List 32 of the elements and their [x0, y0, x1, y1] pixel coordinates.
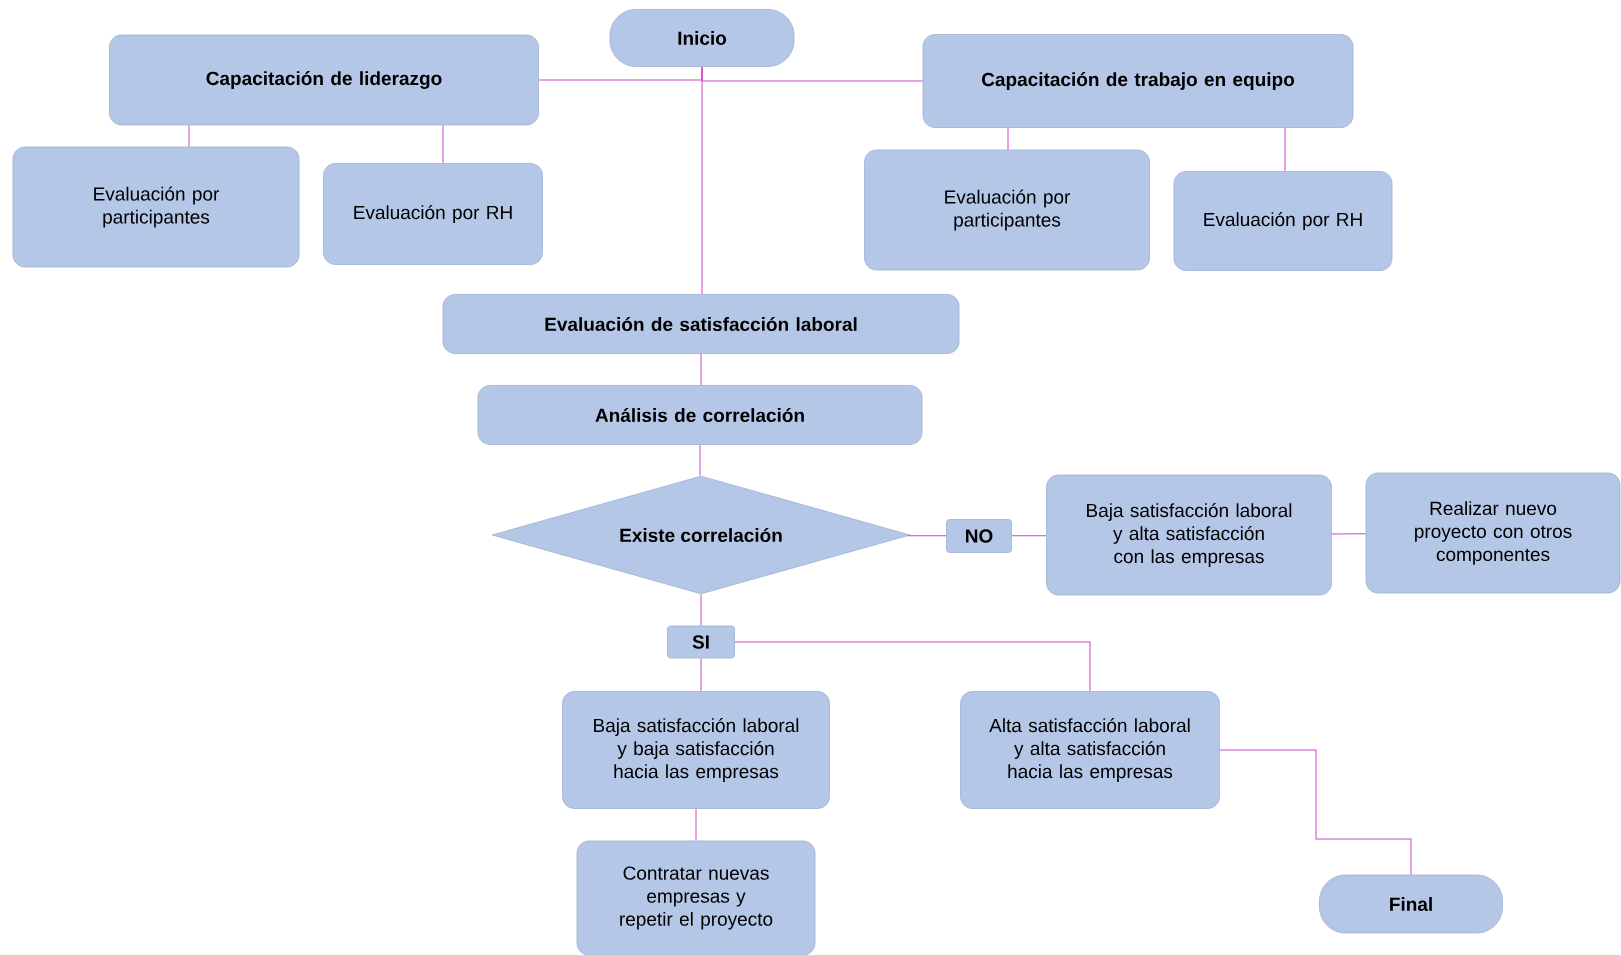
terminal-pill: Inicio	[609, 9, 795, 67]
process-box: Evaluación de satisfacción laboral	[442, 294, 960, 354]
connector-line	[907, 535, 947, 537]
connector-line	[700, 657, 702, 692]
connector-line	[695, 808, 697, 842]
process-box: Baja satisfacción laboral y alta satisfacción con las empresas	[1046, 474, 1332, 596]
process-box: Evaluación por participantes	[864, 149, 1150, 271]
connector-line	[734, 641, 1091, 692]
connector-line	[442, 124, 444, 164]
connector-line	[1219, 749, 1412, 876]
branch-label-box: NO	[946, 519, 1012, 553]
process-box: Capacitación de trabajo en equipo	[922, 34, 1354, 128]
connector-line	[1007, 127, 1009, 151]
connector-line	[1331, 533, 1367, 535]
process-box: Realizar nuevo proyecto con otros componentes	[1365, 472, 1621, 594]
connector-line	[188, 124, 190, 148]
process-box: Contratar nuevas empresas y repetir el proyecto	[576, 840, 816, 955]
connector-line	[1011, 535, 1047, 537]
connector-line	[701, 66, 703, 295]
process-box: Evaluación por participantes	[12, 146, 300, 268]
process-box: Alta satisfacción laboral y alta satisfacción hacia las empresas	[960, 691, 1220, 809]
process-box: Capacitación de liderazgo	[109, 34, 539, 126]
connector-line	[1284, 127, 1286, 172]
branch-label-box: SI	[667, 625, 735, 659]
connector-line	[700, 593, 702, 627]
terminal-pill: Final	[1319, 874, 1503, 934]
process-box: Baja satisfacción laboral y baja satisfacción hacia las empresas	[562, 691, 830, 809]
process-box: Evaluación por RH	[323, 163, 543, 265]
connector-line	[700, 353, 702, 386]
connector-line	[699, 444, 701, 477]
process-box: Análisis de correlación	[477, 385, 923, 445]
process-box: Evaluación por RH	[1173, 171, 1393, 271]
